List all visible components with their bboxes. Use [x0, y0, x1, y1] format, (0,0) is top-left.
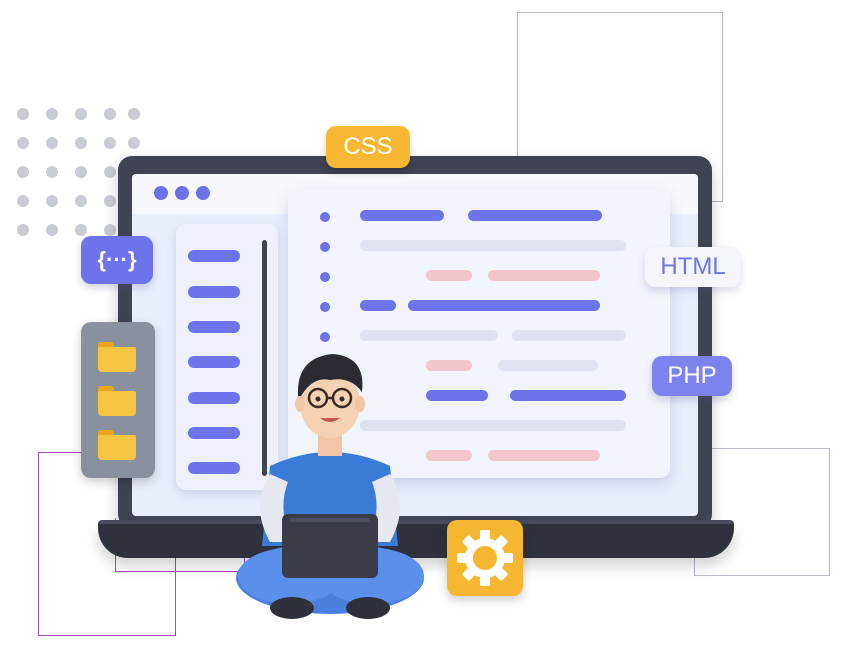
gear-settings-box — [447, 520, 523, 596]
sidebar-scrollbar — [262, 240, 267, 476]
code-braces-icon: {···} — [81, 236, 153, 284]
folder-icon — [98, 386, 136, 416]
php-tag: PHP — [652, 356, 732, 396]
laptop-base — [98, 524, 734, 558]
sidebar-panel — [176, 224, 278, 490]
developer-illustration — [236, 354, 424, 619]
decorative-frame-bottom-right — [694, 448, 830, 576]
folder-icon — [98, 342, 136, 372]
gear-icon — [457, 530, 513, 586]
code-editor-panel — [288, 188, 670, 478]
css-tag: CSS — [326, 126, 410, 168]
folder-panel — [81, 322, 155, 478]
folder-icon — [98, 430, 136, 460]
html-tag: HTML — [645, 247, 741, 287]
